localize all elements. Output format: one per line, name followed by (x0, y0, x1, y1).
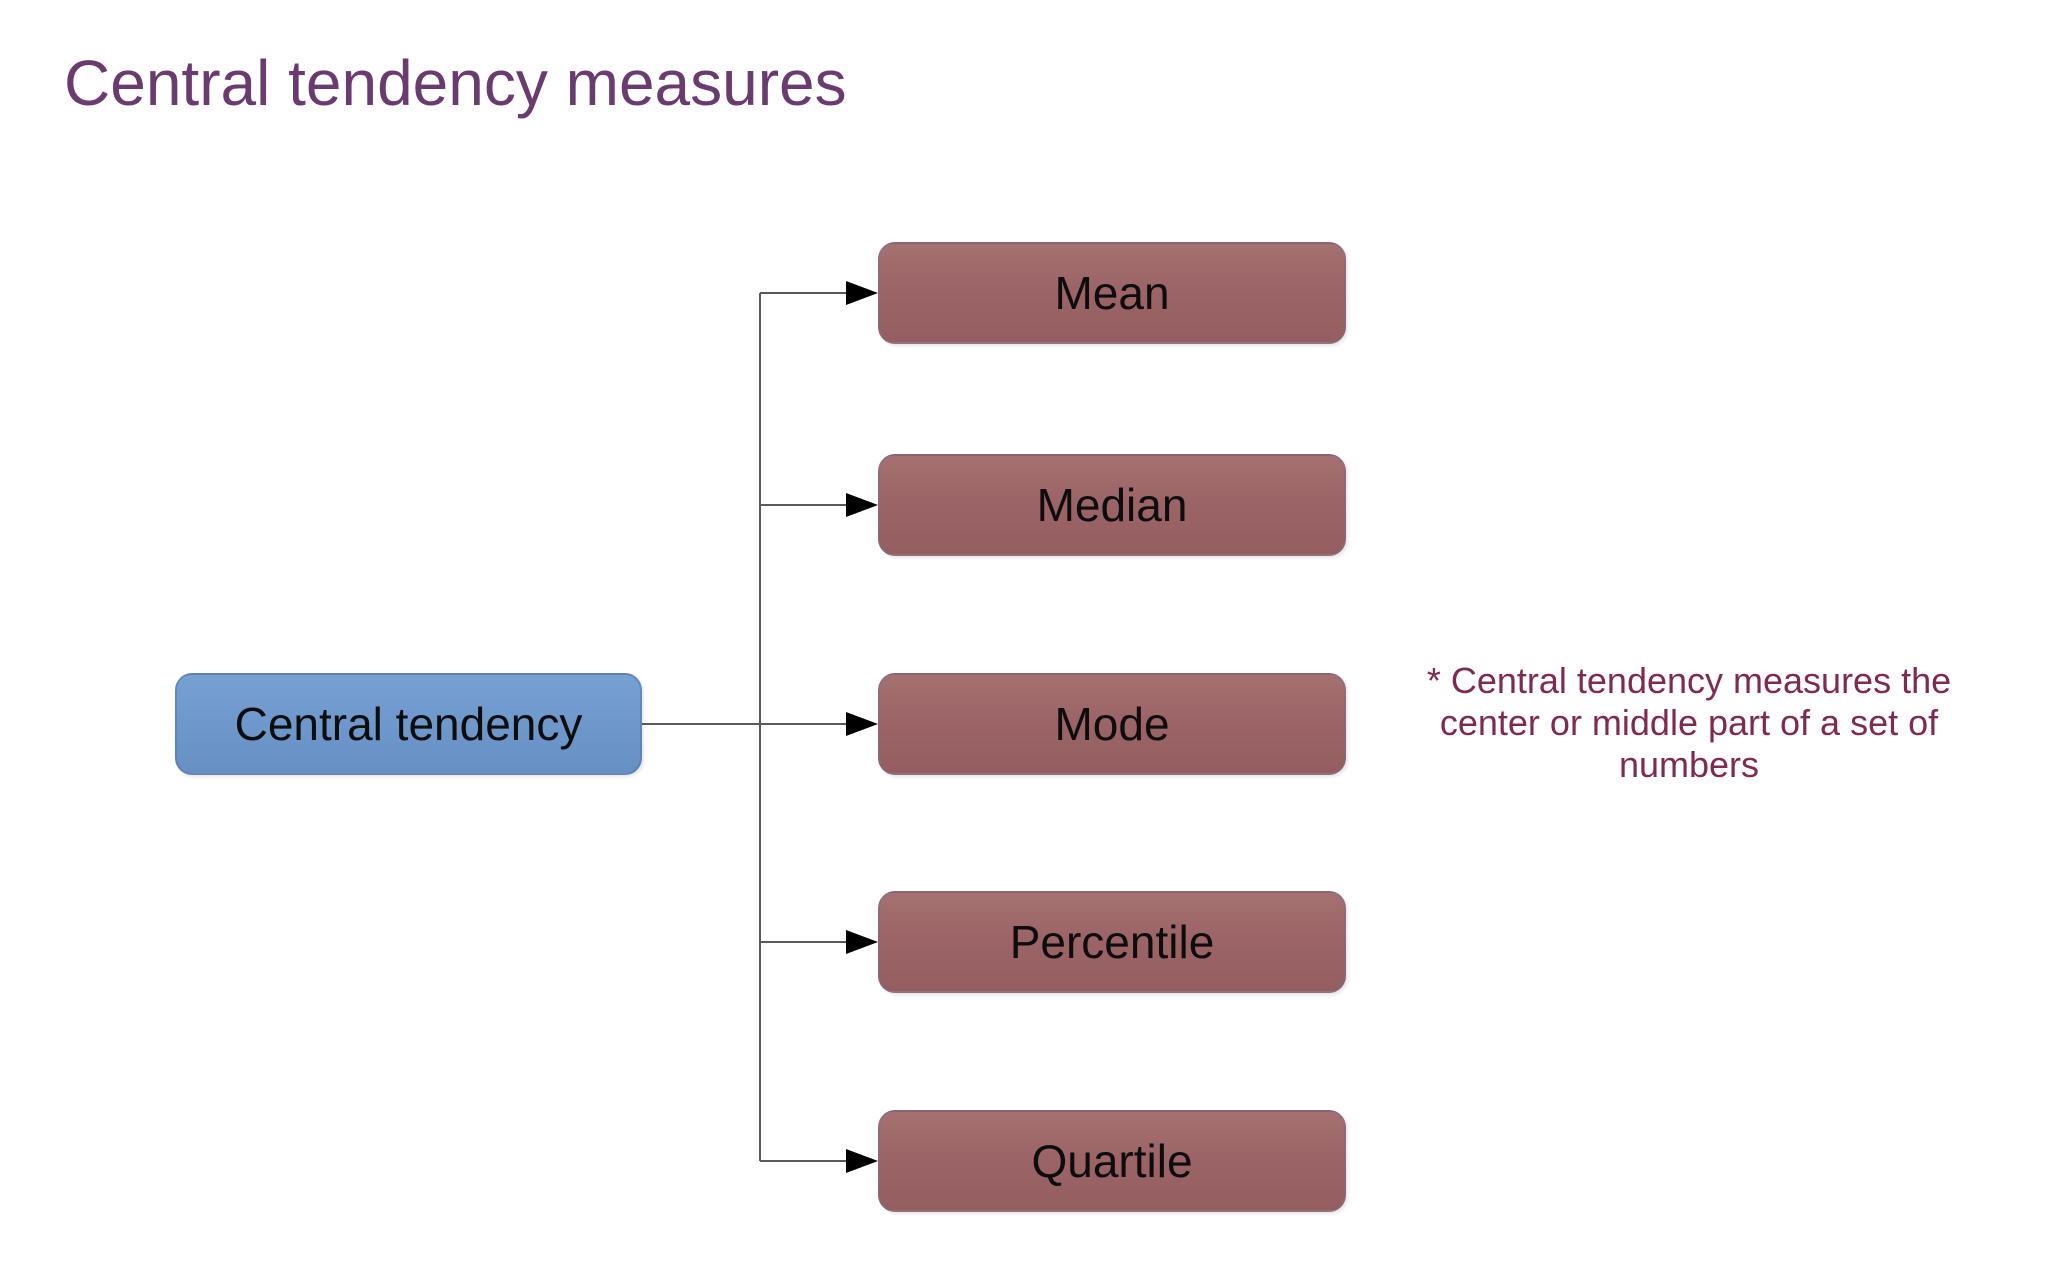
arrowhead-icon (846, 1149, 878, 1173)
arrowhead-icon (846, 493, 878, 517)
node-label: Median (1036, 479, 1188, 531)
node-label: Mode (1054, 698, 1170, 750)
node-label: Mean (1054, 267, 1170, 319)
child-node-quartile: Quartile (878, 1110, 1346, 1212)
arrowhead-icon (846, 712, 878, 736)
note-line: center or middle part of a set of (1439, 702, 1939, 743)
child-node-median: Median (878, 454, 1346, 556)
arrowhead-icon (846, 281, 878, 305)
note-line: numbers (1618, 744, 1760, 785)
node-label: Quartile (1031, 1135, 1193, 1187)
node-label: Central tendency (234, 698, 583, 750)
page-title: Central tendency measures (64, 47, 847, 119)
node-label: Percentile (1009, 916, 1215, 968)
note-line: * Central tendency measures the (1426, 660, 1952, 701)
note-text: * Central tendency measures the center o… (1389, 660, 1989, 786)
arrowhead-icon (846, 930, 878, 954)
root-node-central-tendency: Central tendency (175, 673, 642, 775)
child-node-mode: Mode (878, 673, 1346, 775)
child-node-percentile: Percentile (878, 891, 1346, 993)
child-node-mean: Mean (878, 242, 1346, 344)
